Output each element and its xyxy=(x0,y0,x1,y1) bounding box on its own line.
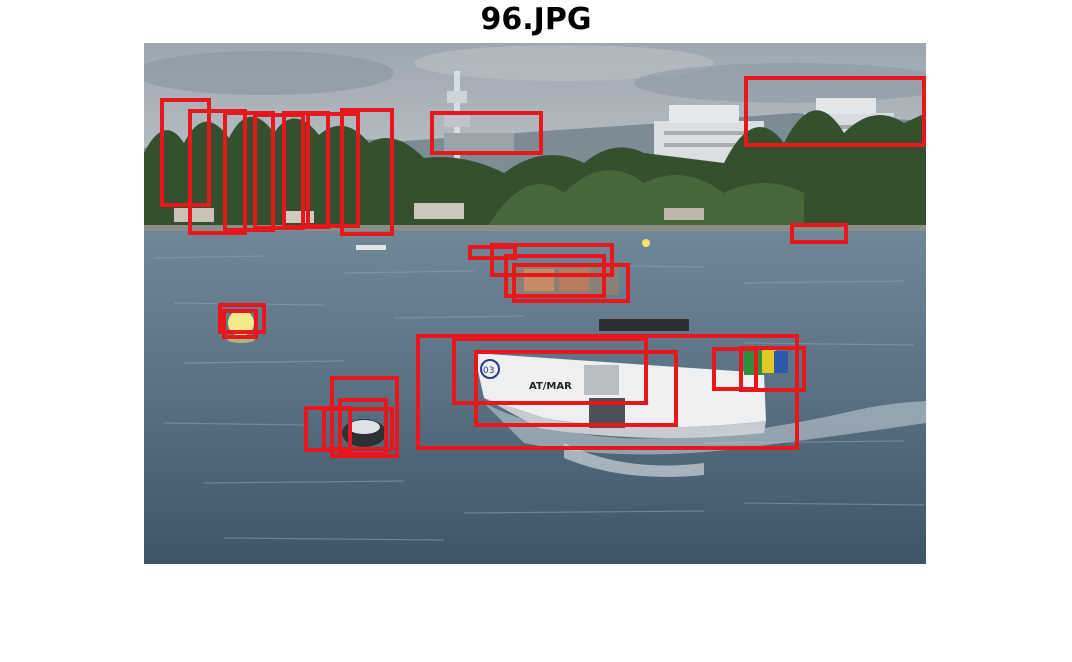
figure-title: 96.JPG xyxy=(480,2,592,37)
svg-text:AT/MAR: AT/MAR xyxy=(529,381,572,392)
racing-boat: 03 AT/MAR xyxy=(474,319,788,438)
yellow-buoy xyxy=(228,310,254,336)
detection-boxes xyxy=(160,76,926,458)
svg-text:03: 03 xyxy=(483,366,494,376)
photo: 03 AT/MAR xyxy=(144,43,926,564)
lake-scene: 03 AT/MAR xyxy=(144,43,926,564)
